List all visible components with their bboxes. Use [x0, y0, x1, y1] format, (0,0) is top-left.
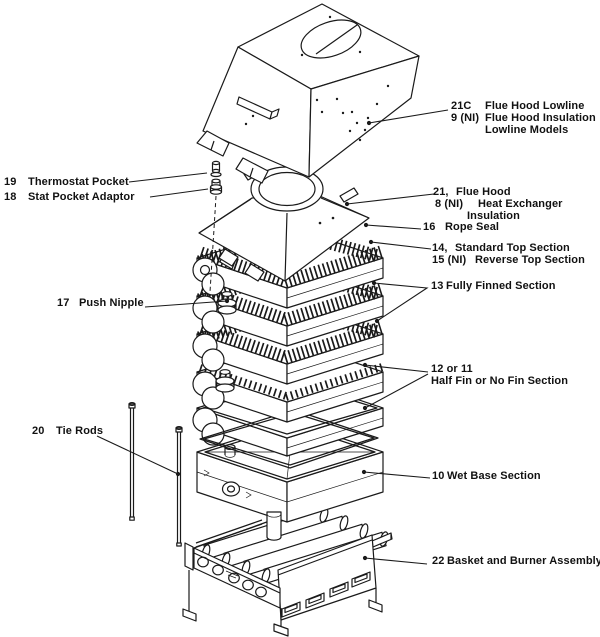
part-name: Flue Hood Lowline: [485, 100, 585, 112]
part-number: 16: [423, 221, 436, 233]
part-name: Basket and Burner Assembly: [447, 555, 600, 567]
label-rope-seal: 16 Rope Seal: [423, 221, 499, 233]
label-half-fin-section: 12 or 11 Half Fin or No Fin Section: [431, 363, 568, 387]
part-name: Tie Rods: [56, 425, 104, 437]
part-number: 17: [57, 297, 70, 309]
part-number: 14,: [432, 242, 448, 254]
tie-rods-drawing: [128, 402, 183, 547]
part-number: 9 (NI): [451, 112, 480, 124]
leader-tie-rods: [96, 435, 179, 475]
thermostat-pocket-drawing: [210, 160, 222, 178]
part-name: Flue Hood Insulation: [485, 112, 596, 124]
part-number: 21C: [451, 100, 472, 112]
part-name: Half Fin or No Fin Section: [431, 375, 569, 387]
part-name: Wet Base Section: [447, 470, 541, 482]
part-name: Insulation: [467, 210, 520, 222]
label-flue-hood: 21, Flue Hood 8 (NI) Heat Exchanger Insula…: [433, 186, 563, 222]
leader-rope-seal: [365, 224, 422, 230]
part-number: 13: [431, 280, 444, 292]
part-name: Thermostat Pocket: [28, 176, 129, 188]
leader-flue-hood-lowline: [368, 109, 449, 124]
part-number: 18: [4, 191, 17, 203]
label-stat-pocket-adaptor: 18 Stat Pocket Adaptor: [4, 191, 135, 203]
basket-burner-drawing: [182, 507, 393, 637]
label-thermostat-pocket: 19 Thermostat Pocket: [4, 176, 129, 188]
part-name: Standard Top Section: [455, 242, 570, 254]
label-flue-hood-lowline: 21C Flue Hood Lowline 9 (NI) Flue Hood Ins…: [451, 100, 596, 136]
part-name: Fully Finned Section: [446, 280, 556, 292]
leader-flue-hood: [346, 193, 435, 205]
leader-basket-burner: [364, 557, 428, 565]
leader-fully-finned: [373, 282, 429, 322]
part-number: 10: [432, 470, 445, 482]
part-number: 15 (NI): [432, 254, 467, 266]
label-push-nipple: 17 Push Nipple: [57, 297, 144, 309]
part-number: 20: [32, 425, 45, 437]
part-number: 19: [4, 176, 17, 188]
rivet-dots: [315, 84, 390, 142]
part-name: Lowline Models: [485, 124, 569, 136]
part-name: Flue Hood: [456, 186, 511, 198]
flue-collar-opening: [300, 15, 362, 59]
leader-stat-pocket-adaptor: [149, 188, 209, 198]
part-name: Rope Seal: [445, 221, 500, 233]
label-top-section: 14, Standard Top Section 15 (NI) Reverse T…: [432, 242, 585, 266]
part-name: Reverse Top Section: [475, 254, 585, 266]
burner-venturi-panel: [193, 547, 281, 609]
label-tie-rods: 20 Tie Rods: [32, 425, 103, 437]
stat-pocket-adaptor-drawing: [209, 178, 223, 293]
part-number: 21,: [433, 186, 449, 198]
leader-wet-base: [363, 471, 431, 479]
part-name: Stat Pocket Adaptor: [28, 191, 135, 203]
base-gasket-drawing: [199, 409, 379, 469]
part-number: 12 or 11: [431, 363, 473, 375]
leader-lines: [96, 109, 449, 565]
leader-top-section: [370, 241, 432, 250]
flue-hood-lowline-drawing: [196, 3, 420, 184]
part-name: Heat Exchanger: [478, 198, 563, 210]
leader-push-nipple: [144, 300, 228, 308]
leader-thermostat-pocket: [128, 172, 208, 183]
part-number: 22: [432, 555, 445, 567]
part-number: 8 (NI): [435, 198, 464, 210]
part-name: Push Nipple: [79, 297, 144, 309]
leader-half-fin: [364, 364, 429, 409]
